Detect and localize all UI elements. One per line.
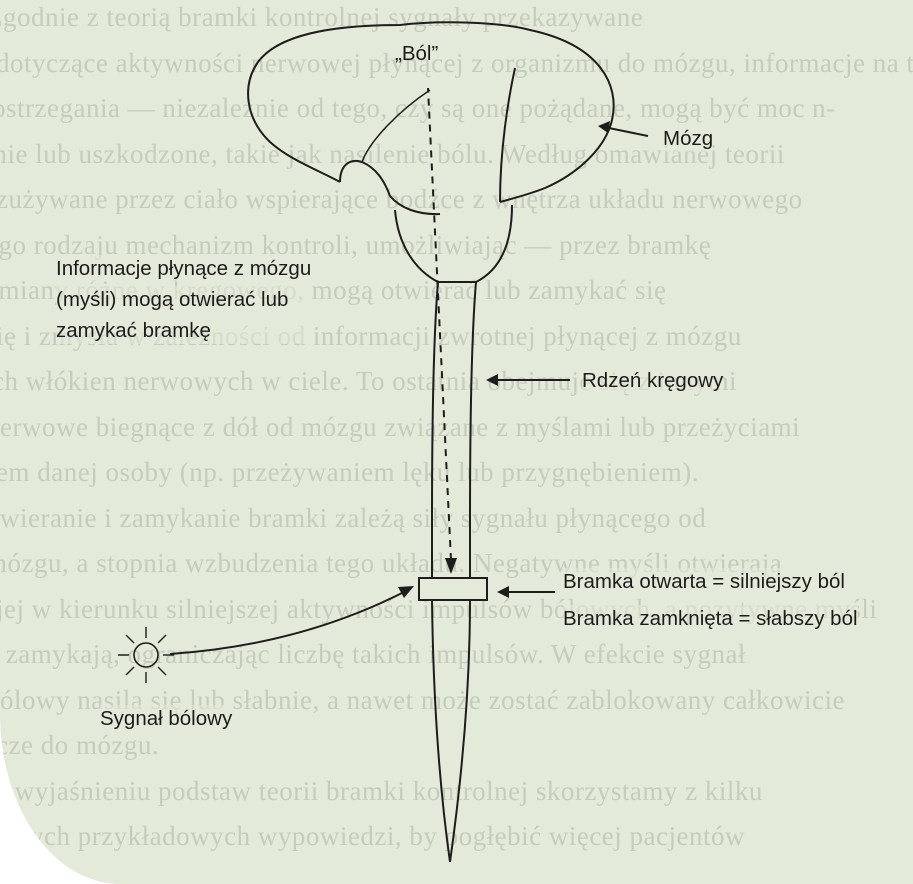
brain-thoughts-note: Informacje płynące z mózgu (myśli) mogą … (56, 255, 311, 344)
thoughts-line-2: (myśli) mogą otwierać lub (56, 286, 311, 313)
pain-pathway-arrowhead (445, 558, 457, 574)
spinal-cord-pointer-arrowhead (486, 374, 498, 386)
thoughts-line-3: zamykać bramkę (56, 317, 311, 344)
pain-signal-sun-icon (118, 627, 174, 683)
thoughts-line-1: Informacje płynące z mózgu (56, 255, 311, 282)
pain-signal-arrow-line (170, 590, 408, 654)
brain-pointer-line (604, 127, 648, 136)
pain-signal-arrowhead (398, 586, 414, 598)
brain-label: Mózg (663, 125, 713, 152)
brain-inner-fold (362, 90, 430, 162)
spinal-cord-label: Rdzeń kręgowy (582, 367, 723, 394)
gate-closed-label: Bramka zamknięta = słabszy ból (563, 605, 858, 632)
medulla-outline (395, 205, 512, 282)
gate-open-label: Bramka otwarta = silniejszy ból (563, 568, 845, 595)
brain-pointer-arrowhead (598, 121, 610, 133)
pain-label: „Ból” (395, 40, 438, 67)
brain-stem-line (500, 68, 515, 202)
brain-lower-lobe (340, 161, 390, 196)
spinal-cord-outline (432, 282, 476, 862)
pain-signal-label: Sygnał bólowy (100, 705, 232, 732)
brain-brainstem-left (390, 196, 440, 214)
gate-box (419, 578, 487, 600)
gate-pointer-arrowhead (497, 586, 509, 598)
